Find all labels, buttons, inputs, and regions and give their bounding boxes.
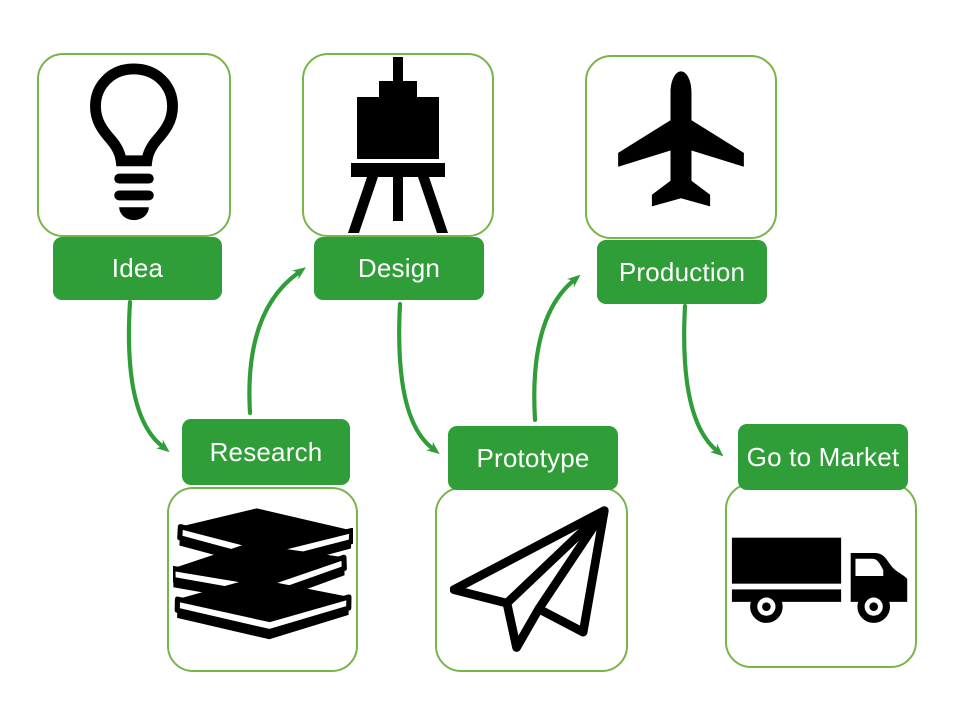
arrow-idea-to-research (126, 299, 170, 453)
lightbulb-icon (90, 63, 178, 221)
research-stage-label-text: Research (209, 436, 323, 467)
idea-stage-label: Idea (53, 237, 222, 300)
paper-plane-icon (449, 505, 609, 652)
easel-icon (348, 57, 448, 233)
go-to-market-stage-box (725, 483, 917, 668)
design-stage-label: Design (314, 237, 484, 300)
production-stage-label-text: Production (618, 256, 746, 287)
prototype-stage-box (435, 487, 628, 672)
idea-stage-label-text: Idea (111, 253, 164, 283)
airplane-icon (618, 71, 744, 207)
go-to-market-stage-label-text: Go to Market (746, 441, 900, 472)
idea-stage-box (37, 53, 231, 237)
arrow-prototype-to-production (532, 274, 581, 423)
production-stage-label: Production (597, 240, 767, 304)
arrow-design-to-prototype (397, 301, 440, 455)
prototype-stage-label: Prototype (448, 426, 618, 490)
research-stage-label: Research (182, 419, 350, 485)
go-to-market-stage-label: Go to Market (738, 424, 908, 490)
production-stage-box (585, 55, 777, 239)
books-icon (172, 507, 353, 639)
design-stage-box (302, 53, 494, 237)
truck-icon (731, 537, 908, 623)
research-stage-box (167, 487, 358, 672)
prototype-stage-label-text: Prototype (476, 442, 590, 473)
arrow-production-to-go-to-market (682, 303, 724, 457)
design-stage-label-text: Design (357, 253, 441, 283)
arrow-research-to-design (247, 267, 306, 416)
